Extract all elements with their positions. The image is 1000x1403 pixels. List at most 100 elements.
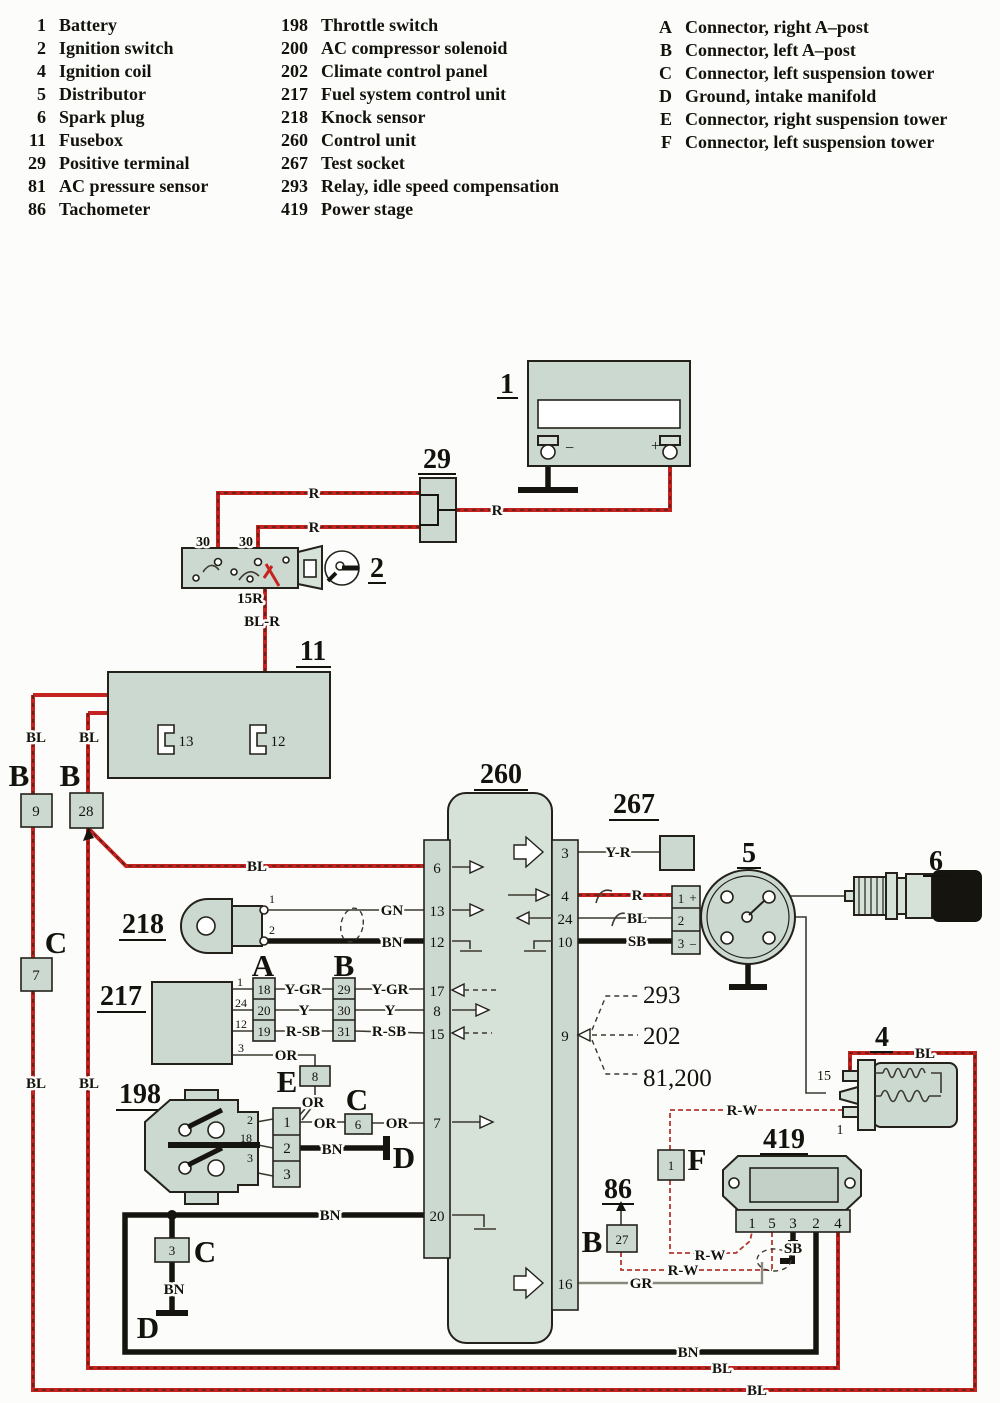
wire-label-r: R (309, 520, 320, 536)
signal-wires (222, 851, 845, 1285)
knock-pin-2-dot (259, 936, 269, 946)
arrowhead-into-b28 (83, 828, 94, 841)
ecu-pin-24: 24 (558, 912, 574, 928)
connector-c3: 3 C BN D (137, 1234, 216, 1345)
dist-pin-1: 1 (678, 891, 685, 906)
arrow-pin9 (576, 1027, 591, 1043)
dist-plus: + (689, 890, 696, 905)
conn-a-20: 20 (258, 1003, 271, 1018)
wire-rsb (275, 1030, 425, 1034)
connector-b28: 28 (79, 804, 94, 820)
ecu-pin-13: 13 (430, 904, 445, 920)
wire-label-bl: BL (79, 730, 99, 746)
battery: − + 1 (497, 360, 691, 467)
ps-pin-1: 1 (748, 1216, 756, 1232)
distributor-ground-bar (729, 984, 767, 990)
knock-number: 218 (122, 909, 164, 940)
connector-c7: 7 (32, 968, 40, 984)
throttle-number: 198 (119, 1079, 161, 1110)
distributor-number: 5 (742, 838, 756, 869)
battery-pos-clamp (659, 435, 681, 446)
knock-connector (231, 905, 263, 947)
connector-c6: C 6 OR OR (311, 1082, 411, 1135)
connector-b27-box (606, 1224, 638, 1253)
wire-label-bn: BN (678, 1345, 699, 1361)
plug-thread-lines (858, 877, 884, 915)
connector-letter-e: E (277, 1064, 298, 1099)
fuel-ecu-pin-3: 3 (238, 1041, 244, 1055)
wire-label-gr: GR (630, 1276, 653, 1292)
coil-windings (875, 1067, 942, 1103)
powerstage-module (749, 1167, 839, 1203)
conn-a-18: 18 (258, 982, 271, 997)
connector-c6-num: 6 (355, 1117, 362, 1132)
wire-or (300, 1086, 424, 1124)
switch-contact (282, 556, 290, 564)
loom-cross-arc-1 (595, 889, 613, 904)
fuel-ecu-stubs (232, 988, 316, 1066)
ignition-switch-body (181, 547, 299, 589)
connector-e8-num: 8 (312, 1069, 319, 1084)
knock-pin-1: 1 (269, 892, 275, 906)
wire-label-rsb: R-SB (286, 1024, 320, 1040)
label-30: 30 (196, 535, 210, 550)
coil-body (872, 1062, 958, 1128)
wire-battery-to-terminal29 (456, 448, 672, 512)
knock-pin-2: 2 (269, 923, 275, 937)
control-unit: 260 6 13 12 17 8 15 7 20 3 4 24 10 9 16 (423, 759, 591, 1344)
connector-c3-num: 3 (169, 1243, 176, 1258)
dashed-references: 293 202 81,200 (643, 982, 712, 1092)
connector-b-box (332, 977, 356, 1042)
wire-label-y: Y (299, 1003, 310, 1019)
throttle-term-18: 18 (240, 1131, 252, 1145)
connector-f1-box (657, 1149, 685, 1181)
label-30: 30 (239, 535, 253, 550)
ecu-pin-7: 7 (433, 1116, 441, 1132)
ecu-pin-8: 8 (433, 1004, 441, 1020)
tach-number: 86 (604, 1174, 632, 1205)
throttle-lever-2 (186, 1145, 224, 1168)
throttle-lever-1 (186, 1107, 224, 1130)
throttle-term-2: 2 (247, 1113, 253, 1127)
ps-pin-5: 5 (768, 1216, 776, 1232)
ps-pin-2: 2 (812, 1216, 820, 1232)
powerstage-hole-right (844, 1177, 856, 1189)
coil-pin-1: 1 (837, 1123, 844, 1138)
connector-f1: 1 F (657, 1142, 706, 1181)
connector-b28-box (69, 792, 104, 829)
big-arrow-pin16 (513, 1266, 545, 1300)
wire-label-bl: BL (79, 1076, 99, 1092)
ps-pin-4: 4 (834, 1216, 842, 1232)
connector-letter-b: B (582, 1224, 603, 1259)
connector-c7-box (20, 957, 53, 992)
dist-pin-2: 2 (678, 913, 685, 928)
shield-ellipse-powerstage (756, 1248, 792, 1272)
knock-mount-hole (196, 916, 216, 936)
battery-ground-bar (518, 487, 578, 493)
fuel-ecu-pin-12: 12 (235, 1017, 247, 1031)
knock-pin-1-dot (259, 905, 269, 915)
ignition-switch: 30 30 2 (181, 533, 386, 591)
fuse-12 (249, 724, 267, 755)
switch-terminal-30a (213, 557, 223, 567)
ecu-pin-10: 10 (558, 935, 573, 951)
connector-b-column: B 29 30 31 (332, 948, 356, 1042)
ecu-pin-17: 17 (430, 984, 446, 1000)
battery-neg-bolt (540, 444, 556, 460)
wire-label-bl: BL (247, 859, 267, 875)
conn-b-30: 30 (338, 1003, 351, 1018)
ecu-pin-3: 3 (561, 846, 569, 862)
plug-collar-2 (896, 877, 907, 915)
